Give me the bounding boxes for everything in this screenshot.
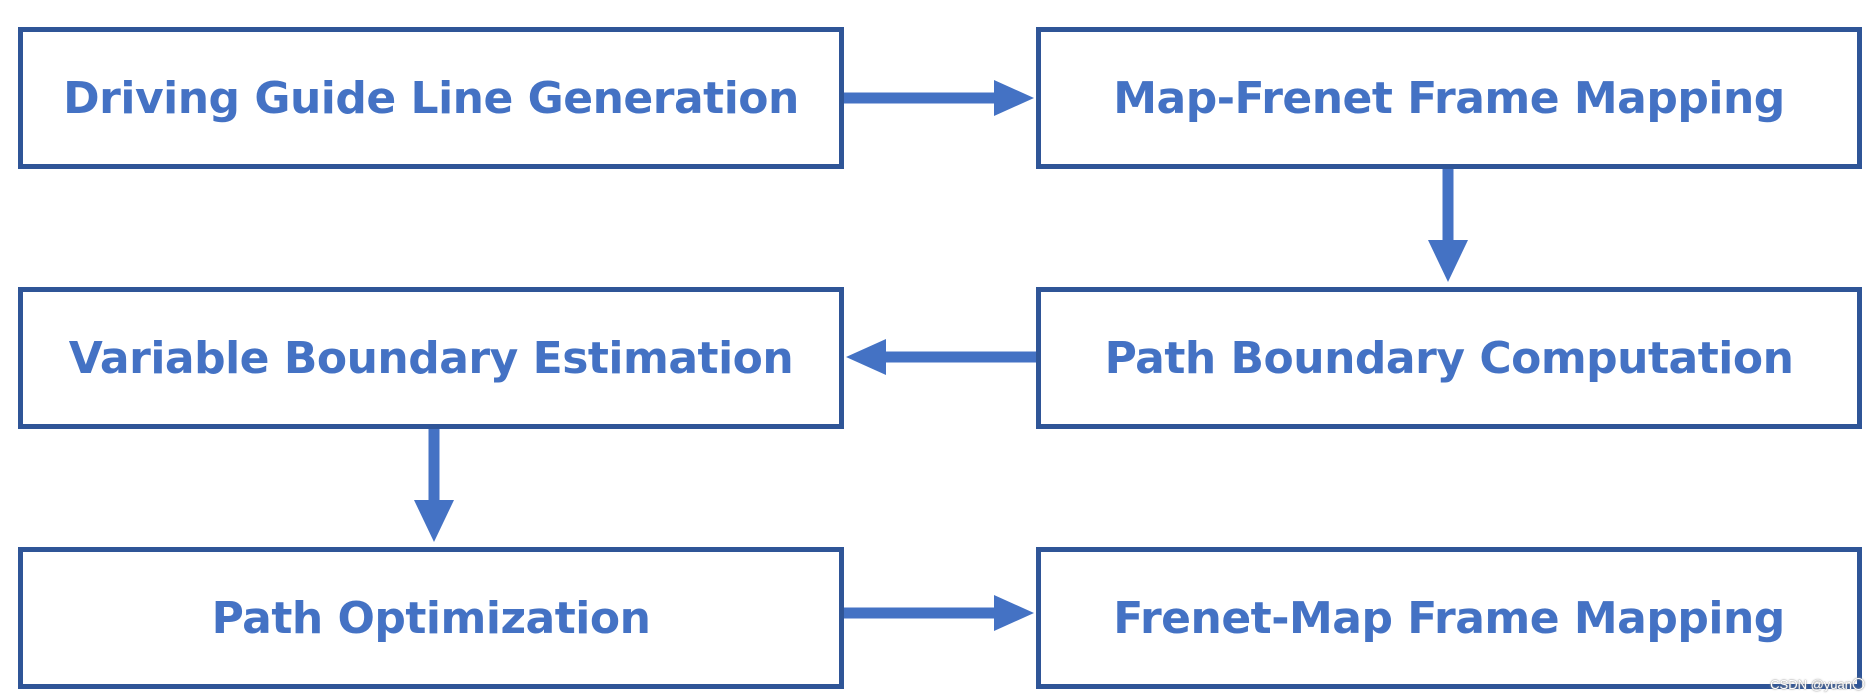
arrow-right-1 <box>844 80 1034 116</box>
arrow-right-2 <box>844 595 1034 631</box>
node-path-optimization: Path Optimization <box>18 547 844 689</box>
node-variable-boundary-estimation: Variable Boundary Estimation <box>18 287 844 429</box>
node-frenet-map-frame-mapping: Frenet-Map Frame Mapping <box>1036 547 1862 689</box>
arrow-down-1 <box>1428 169 1468 282</box>
watermark: CSDN @yuan〇 <box>1770 677 1865 692</box>
node-label: Variable Boundary Estimation <box>68 332 794 384</box>
node-label: Driving Guide Line Generation <box>63 72 799 124</box>
node-label: Path Boundary Computation <box>1104 332 1794 384</box>
node-path-boundary-computation: Path Boundary Computation <box>1036 287 1862 429</box>
node-label: Map-Frenet Frame Mapping <box>1113 72 1785 124</box>
node-map-frenet-frame-mapping: Map-Frenet Frame Mapping <box>1036 27 1862 169</box>
node-label: Frenet-Map Frame Mapping <box>1113 592 1785 644</box>
arrow-down-2 <box>414 429 454 542</box>
node-label: Path Optimization <box>211 592 651 644</box>
arrow-left-1 <box>846 339 1036 375</box>
node-driving-guide-line-generation: Driving Guide Line Generation <box>18 27 844 169</box>
